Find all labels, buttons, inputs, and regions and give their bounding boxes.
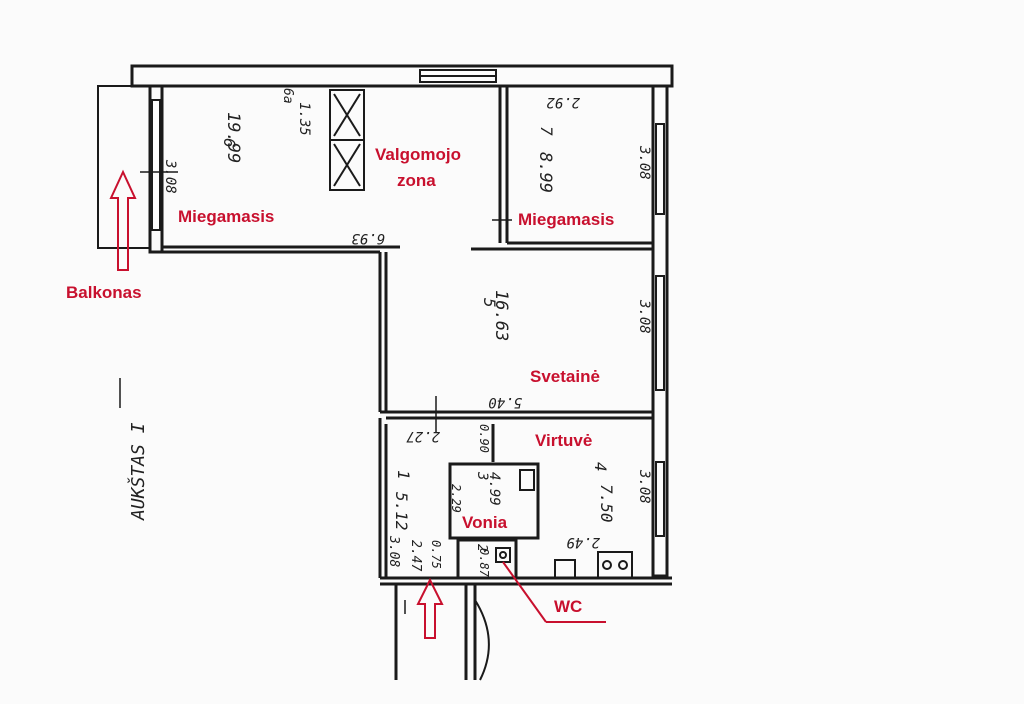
balkonas-arrow (109, 169, 137, 271)
label-wc: WC (554, 597, 582, 616)
room5-length: 5.40 (488, 394, 522, 410)
door-090: 0.90 (477, 424, 491, 453)
room2-area: 0.87 (477, 548, 491, 578)
room1-width: 3.08 (386, 535, 401, 567)
floor-label: AUKŠTAS I (127, 422, 149, 521)
room7-area: 8.99 (535, 152, 555, 193)
room5-area: 16.63 (491, 290, 511, 341)
room1-length: 2.27 (406, 428, 440, 444)
closet-number: 6a (280, 88, 295, 104)
room7-width: 3.08 (636, 145, 652, 180)
label-miegamasis-right: Miegamasis (518, 210, 614, 229)
room3-number: 3 (474, 471, 490, 480)
room1-depth: 2.47 (408, 540, 423, 571)
room5-width: 3.08 (636, 299, 652, 334)
windows (151, 69, 665, 537)
room2-number: 2 (474, 544, 489, 552)
kitchen-fixtures (474, 469, 633, 681)
room3-area: 4.99 (486, 472, 502, 506)
room6-area: 19.99 (223, 112, 243, 163)
room1-number: 1 (394, 470, 413, 480)
label-miegamasis-left: Miegamasis (178, 207, 274, 226)
room4-number: 4 (591, 462, 610, 472)
wc-box (456, 538, 518, 580)
room4-area: 7.50 (597, 484, 616, 523)
room6-number: 6 (220, 138, 239, 148)
top-wall (130, 64, 674, 88)
room7-number: 7 (537, 126, 556, 136)
label-zona: zona (397, 171, 436, 190)
label-vonia: Vonia (462, 513, 508, 532)
door-075: 0.75 (429, 540, 443, 569)
balcony-outline (97, 85, 150, 249)
wc-pointer (502, 561, 606, 623)
room6-length: 6.93 (351, 230, 385, 246)
room4-width: 3.08 (636, 469, 652, 504)
closet-area: 1.35 (296, 102, 312, 136)
bathroom-box (448, 462, 540, 540)
label-virtuve: Virtuvė (535, 431, 592, 450)
room1-area: 5.12 (392, 492, 411, 531)
label-valgomojo: Valgomojo (375, 145, 461, 164)
closet (329, 89, 365, 191)
entrance-arrow (416, 577, 444, 639)
label-balkonas: Balkonas (66, 283, 142, 302)
room6-width: 3.08 (162, 159, 178, 194)
room5-number: 5 (480, 298, 499, 308)
room3-dim: 2.29 (449, 484, 463, 513)
room7-length: 2.92 (546, 94, 580, 110)
dimension-ticks (140, 171, 512, 614)
label-svetaine: Svetainė (530, 367, 600, 386)
room4-length: 2.49 (566, 534, 600, 550)
